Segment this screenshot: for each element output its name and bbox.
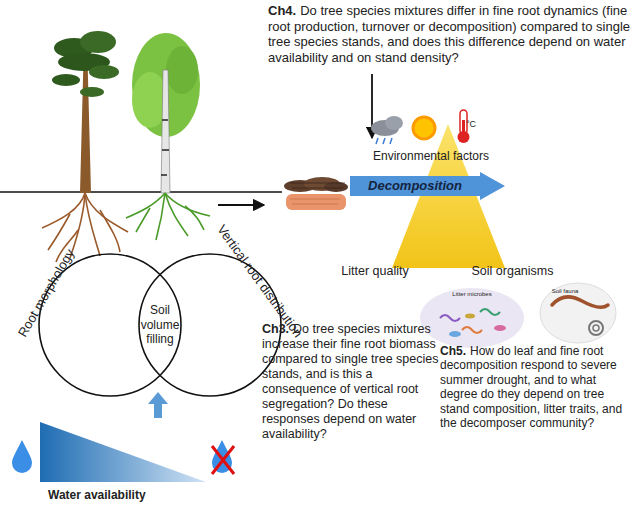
decomposition-arrow: Decomposition	[350, 172, 505, 200]
no-water-drop	[212, 440, 234, 474]
birch-roots	[126, 193, 210, 240]
chapter-question: Ch5.How do leaf and fine root decomposit…	[440, 344, 636, 430]
chapter-question: Ch3.Do tree species mixtures increase th…	[262, 322, 442, 442]
overlap-label: Soil volume filling	[132, 303, 188, 347]
birch-tree	[132, 33, 200, 193]
leaf-litter	[284, 177, 348, 192]
rain-cloud-icon	[371, 116, 403, 144]
ground-line	[0, 191, 282, 193]
factor-label: Soil organisms	[465, 264, 560, 279]
chapter-number: Ch4.	[268, 3, 296, 18]
node-text: Decomposition	[350, 176, 480, 196]
node-text: Vertical root distribution	[214, 222, 306, 340]
fauna-label: Soil fauna	[545, 288, 585, 295]
up-arrow	[148, 392, 168, 418]
microbe-label: Litter microbes	[440, 291, 504, 298]
flow-arrow	[218, 204, 264, 206]
factor-label: Litter quality	[330, 264, 420, 279]
sun-icon	[413, 117, 435, 139]
water-gradient	[40, 422, 206, 482]
water-drop	[12, 440, 32, 473]
unit-label: °C	[466, 119, 488, 130]
node-text: Root morphology	[15, 246, 77, 339]
chapter-number: Ch5.	[440, 344, 466, 358]
pine-roots	[42, 193, 128, 262]
axis-label: Water availability	[48, 488, 168, 503]
decomposition-arrow-path	[350, 172, 505, 200]
chapter-number: Ch3.	[262, 322, 289, 336]
chapter-question: Ch4.Do tree species mixtures differ in f…	[268, 3, 634, 65]
factor-label: Environmental factors	[366, 149, 496, 164]
pine-tree	[52, 31, 119, 193]
question-text: How do leaf and fine root decomposition …	[440, 344, 622, 430]
fauna-ellipse	[540, 283, 616, 343]
root-litter	[286, 194, 346, 210]
question-text: Do tree species mixtures increase their …	[262, 322, 438, 441]
question-text: Do tree species mixtures differ in fine …	[268, 3, 630, 65]
